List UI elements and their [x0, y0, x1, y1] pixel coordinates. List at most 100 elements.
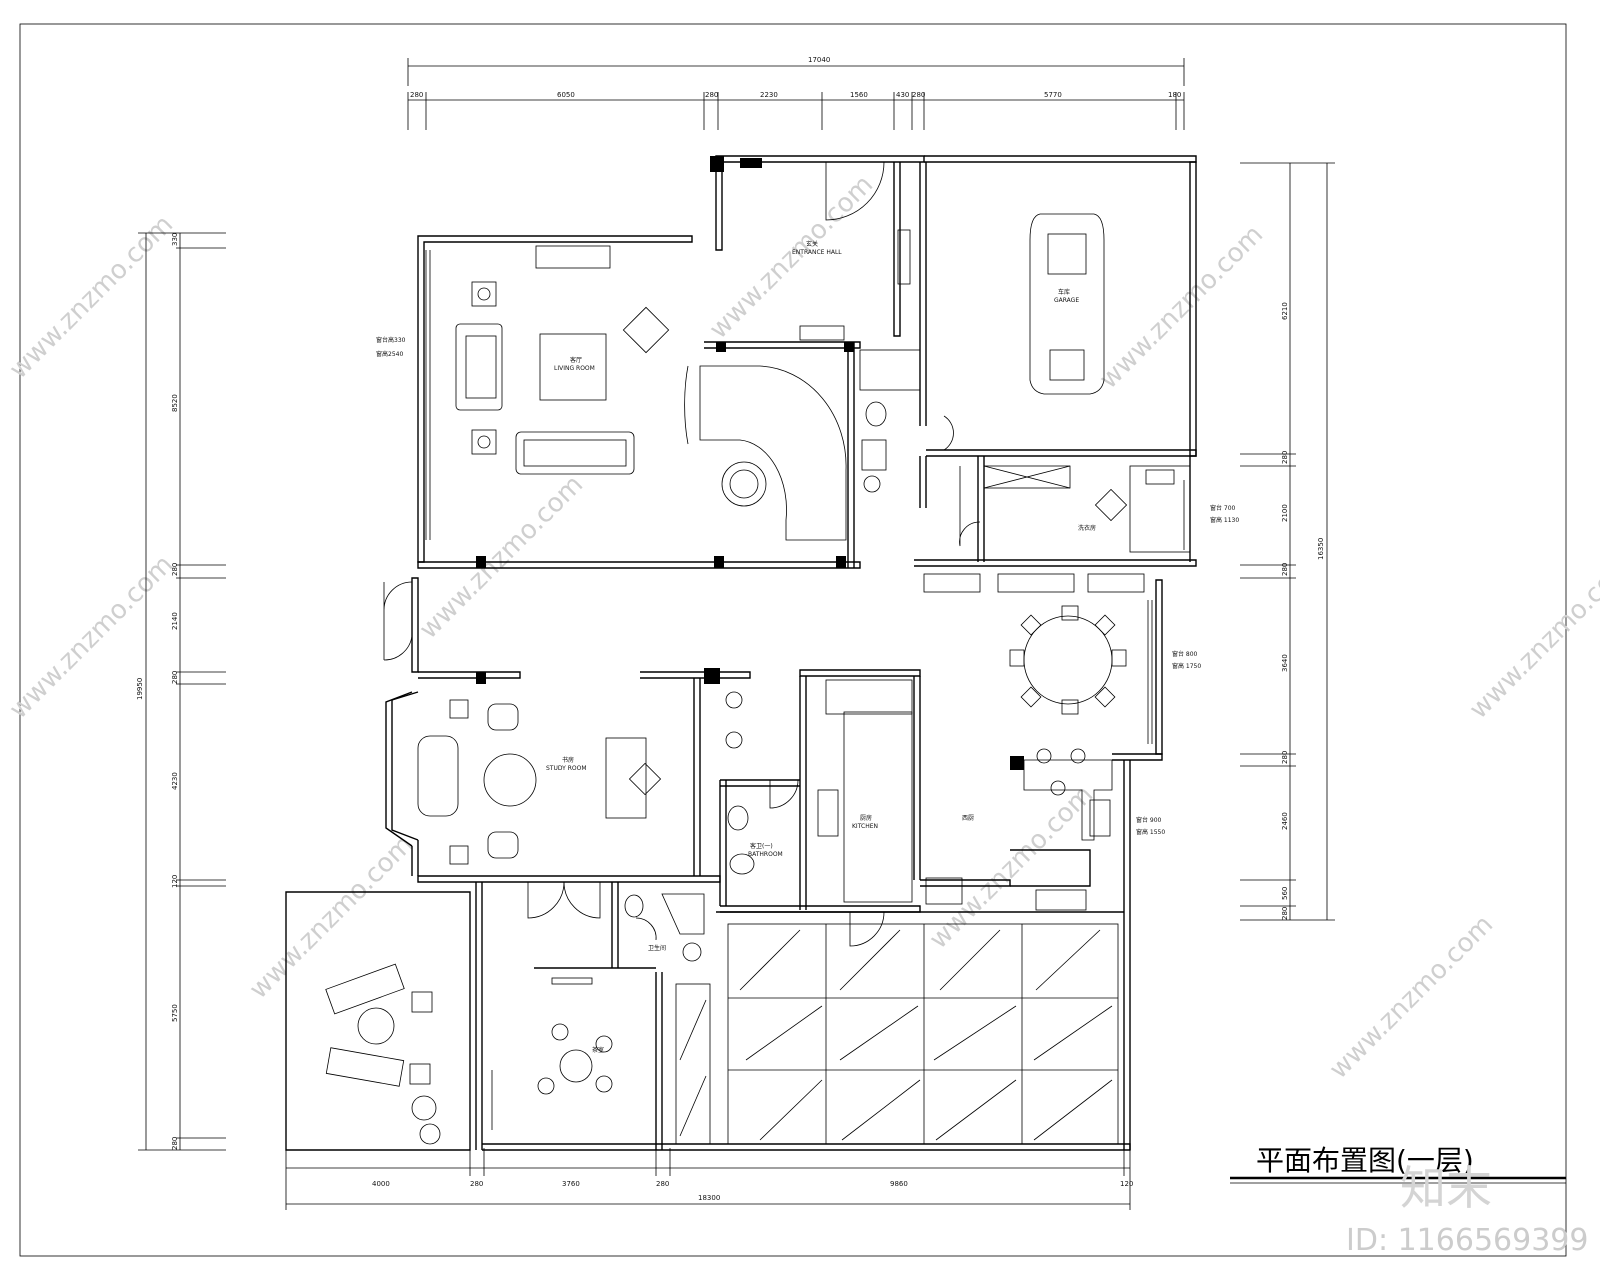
dim-top-seg: 5770 [1044, 91, 1062, 99]
toilet [865, 401, 887, 427]
dim-left-seg: 8520 [171, 394, 179, 412]
dim-left-seg: 330 [171, 233, 179, 246]
study-desk [605, 737, 647, 819]
brand-logo: 知末 [1400, 1161, 1492, 1215]
kitchen-window-note: 窗台 900 [1136, 816, 1162, 824]
dining-chair [1020, 686, 1042, 708]
oven [925, 877, 963, 905]
room-label-kitchen: 厨房 [860, 814, 872, 822]
dim-left-seg: 120 [171, 875, 179, 888]
terrace-table [357, 1007, 395, 1045]
kitchen-island [843, 711, 913, 903]
vent-grid [859, 349, 921, 391]
watermark-text: www.znzmo.com [924, 780, 1099, 955]
dining-window-note: 窗高 1750 [1172, 662, 1201, 670]
dim-right-seg: 6210 [1281, 302, 1289, 320]
tea-cabinet [551, 977, 593, 985]
living-coffee-table [539, 333, 607, 401]
dim-left-seg: 280 [171, 563, 179, 576]
dim-top-seg: 180 [1168, 91, 1181, 99]
watermark-text: www.znzmo.com [414, 470, 589, 645]
watermark-text: www.znzmo.com [1094, 220, 1269, 395]
powder-toilet [624, 894, 644, 918]
shoe-cabinet [897, 229, 911, 285]
walls [285, 155, 1197, 1151]
dim-right-seg: 280 [1281, 751, 1289, 764]
dining-chair [1061, 699, 1079, 715]
dim-top-seg: 280 [410, 91, 423, 99]
drawing-title: 平面布置图(一层) [1256, 1144, 1474, 1177]
watermark-text: www.znzmo.com [704, 170, 879, 345]
room-label-study: 书房 [562, 756, 574, 764]
dim-top-seg: 1560 [850, 91, 868, 99]
glass-roof-grid [679, 923, 1119, 1145]
armchair [487, 831, 519, 859]
living-window-note: 窗高2540 [376, 350, 403, 358]
bar-stool [1050, 780, 1066, 796]
dim-left-seg: 280 [171, 671, 179, 684]
room-label-living: 客厅 [570, 356, 582, 364]
study-chair [628, 762, 662, 796]
dining-chair [1061, 605, 1079, 621]
dim-bottom-seg: 120 [1120, 1180, 1133, 1188]
top-dimension-chain: 17040 280 6050 280 2230 1560 430 280 577… [407, 56, 1185, 130]
dim-bottom-seg: 280 [656, 1180, 669, 1188]
watermark-text: www.znzmo.com [1324, 910, 1499, 1085]
watermark-text: www.znzmo.com [4, 550, 179, 725]
dim-left-seg: 280 [171, 1137, 179, 1150]
image-id: ID: 1166569399 [1346, 1223, 1588, 1258]
room-label-kitchen-en: KITCHEN [852, 823, 878, 830]
dim-bottom-seg: 3760 [562, 1180, 580, 1188]
powder-basin [682, 942, 702, 962]
guest-bath-toilet [729, 853, 755, 875]
side-table [411, 991, 433, 1013]
laundry-window-note: 窗台 700 [1210, 504, 1236, 512]
watermark-text: www.znzmo.com [4, 210, 179, 385]
room-label-entry-en: ENTRANCE HALL [792, 249, 842, 256]
washbasin [725, 691, 743, 709]
dim-left-total: 19950 [136, 678, 144, 700]
watermark-layer: www.znzmo.com www.znzmo.com www.znzmo.co… [4, 170, 1600, 1085]
laundry-table [1094, 488, 1128, 522]
watermark-text: www.znzmo.com [1464, 550, 1600, 725]
console-table [799, 325, 845, 341]
corner-basin [661, 893, 705, 935]
dim-top-seg: 280 [705, 91, 718, 99]
laundry-window-note: 窗高 1130 [1210, 516, 1239, 524]
bar-stool [1036, 748, 1052, 764]
glass-panel [675, 983, 711, 1145]
sideboard [997, 573, 1075, 593]
dim-left-seg: 5750 [171, 1004, 179, 1022]
dim-right-total: 16350 [1317, 538, 1325, 560]
dim-left-seg: 2140 [171, 612, 179, 630]
laundry-bed [1129, 465, 1191, 553]
study-sofa [417, 735, 459, 817]
living-window-note: 窗台高330 [376, 336, 406, 344]
spiral-stair [684, 365, 847, 541]
side-table [449, 845, 469, 865]
sideboard [1087, 573, 1145, 593]
drawing-frame [19, 23, 1567, 1257]
sideboard [923, 573, 981, 593]
dining-chair [1020, 614, 1042, 636]
armchair [487, 703, 519, 731]
dim-right-seg: 280 [1281, 907, 1289, 920]
kitchen-counter [825, 679, 913, 715]
dim-right-seg: 280 [1281, 451, 1289, 464]
vanity [861, 439, 887, 471]
wash-basin [863, 475, 881, 493]
dim-bottom-total: 18300 [698, 1194, 720, 1202]
dining-window-note: 窗台 800 [1172, 650, 1198, 658]
round-table [483, 753, 537, 807]
dim-right-seg: 3640 [1281, 654, 1289, 672]
bar-counter [1023, 759, 1113, 841]
dining-chair [1094, 686, 1116, 708]
left-dimension-chain: 19950 330 8520 280 2140 280 4230 120 575… [136, 232, 226, 1151]
plant-pot [721, 461, 767, 507]
dim-top-seg: 430 [896, 91, 909, 99]
dim-top-seg: 2230 [760, 91, 778, 99]
bar-stool [1070, 748, 1086, 764]
tea-table [559, 1049, 593, 1083]
room-labels: 玄关 ENTRANCE HALL 客厅 LIVING ROOM 窗台高330 窗… [376, 240, 1239, 1054]
planter [411, 1095, 437, 1121]
